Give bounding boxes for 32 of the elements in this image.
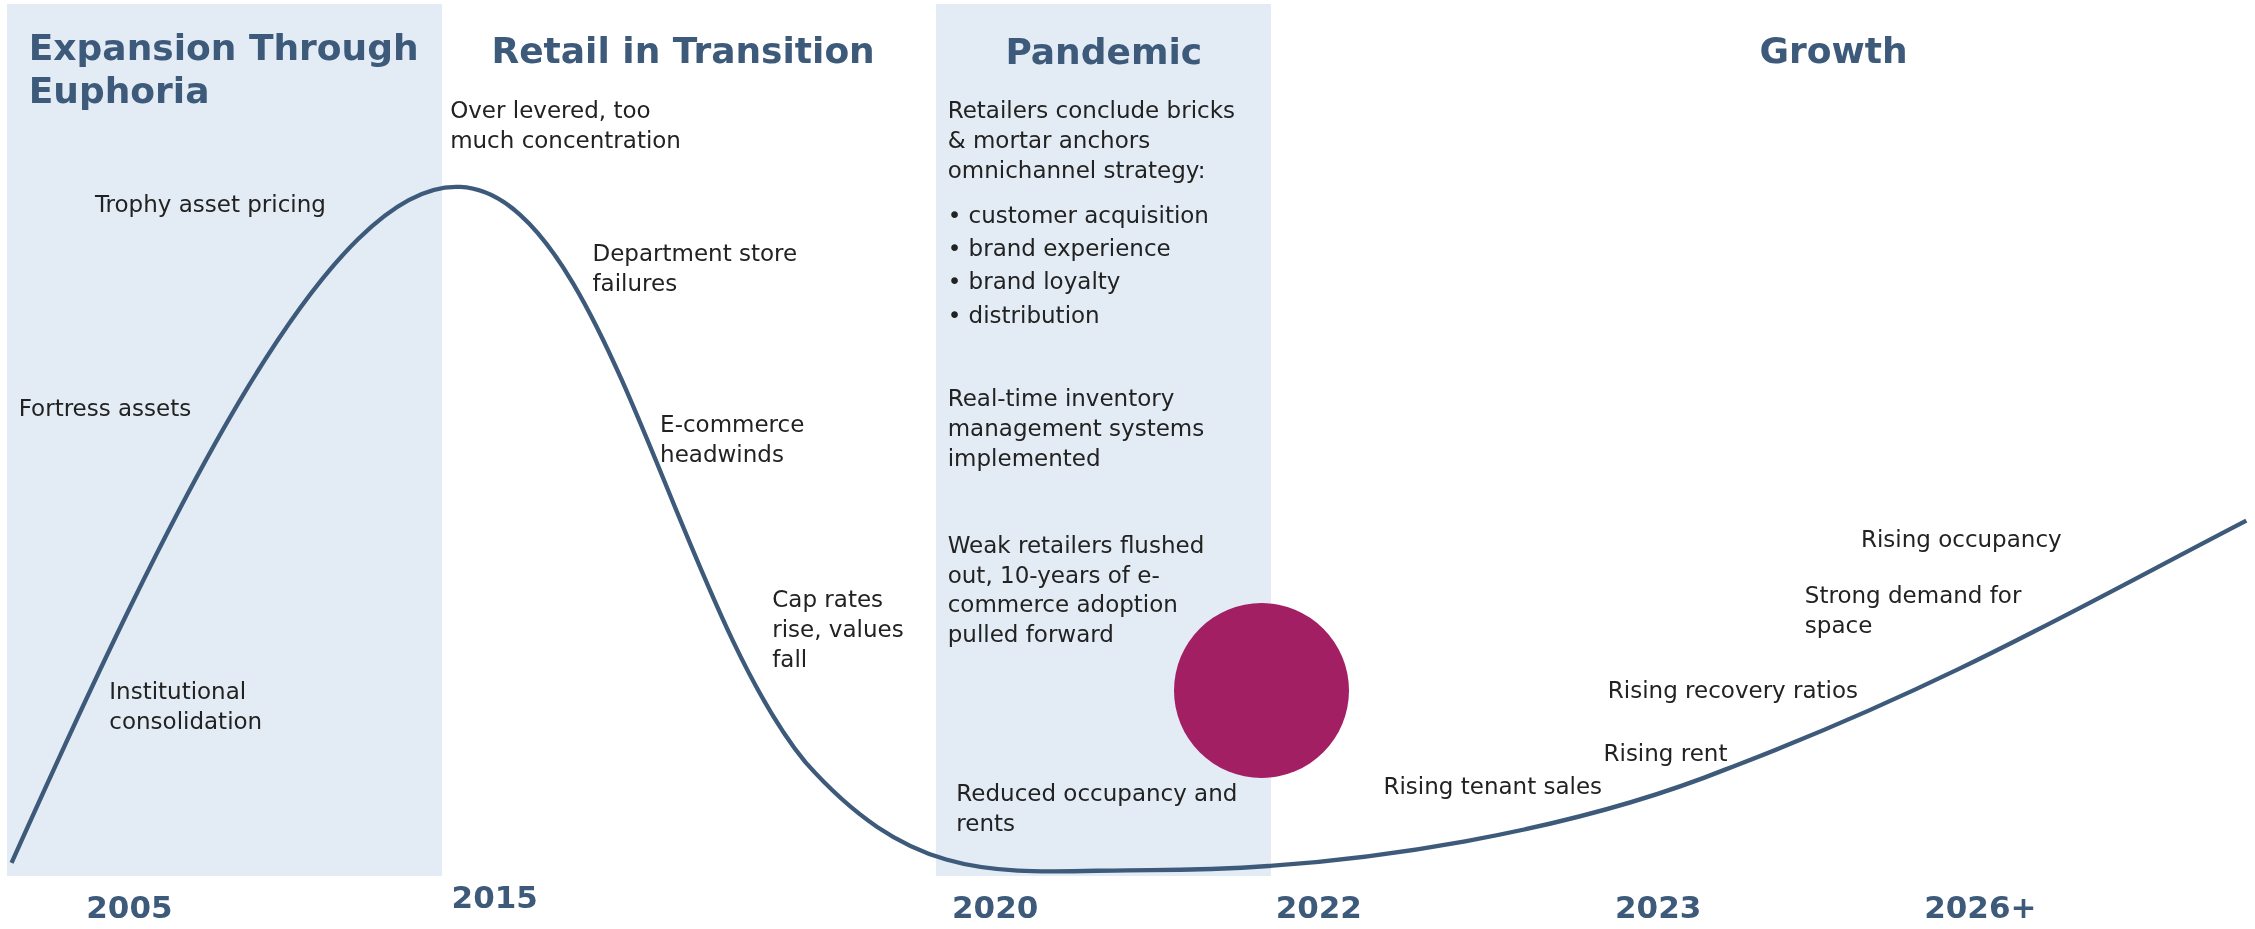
annotation: Rising tenant sales (1383, 772, 1603, 802)
year-label: 2015 (451, 878, 538, 915)
annotation: Reduced occupancy and rents (956, 779, 1239, 839)
annotation: Cap rates rise, values fall (772, 585, 905, 675)
period-band (936, 4, 1272, 876)
bullet-item: • brand experience (947, 234, 1171, 264)
year-label: 2026+ (1924, 888, 2037, 925)
annotation: Institutional consolidation (109, 677, 264, 737)
period-heading: Retail in Transition (490, 28, 876, 72)
year-label: 2020 (952, 888, 1039, 925)
annotation: E-commerce headwinds (660, 409, 806, 469)
annotation: Trophy asset pricing (94, 189, 326, 219)
annotation: Weak retailers flushed out, 10-years of e-commerce adoption pulled forward (947, 530, 1206, 650)
annotation: Real-time inventory management systems implemented (947, 383, 1206, 473)
year-label: 2005 (86, 888, 173, 925)
bullet-item: • distribution (947, 300, 1100, 330)
year-label: 2022 (1275, 888, 1362, 925)
period-heading: Expansion Through Euphoria (28, 25, 420, 113)
annotation: Strong demand for space (1804, 581, 2023, 640)
annotation: Retailers conclude bricks & mortar anchors omnichannel strategy: (947, 96, 1236, 186)
annotation: Rising rent (1603, 739, 1728, 769)
annotation: Rising occupancy (1860, 524, 2062, 554)
year-label: 2023 (1615, 888, 1702, 925)
bullet-item: • brand loyalty (947, 267, 1121, 297)
annotation: Department store failures (592, 238, 799, 298)
bullet-item: • customer acquisition (947, 201, 1209, 231)
period-heading: Growth (1758, 28, 1909, 72)
annotation: Fortress assets (18, 394, 192, 424)
annotation: Rising recovery ratios (1607, 675, 1859, 705)
annotation: Over levered, too much concentration (450, 96, 682, 156)
period-heading: Pandemic (1004, 30, 1204, 74)
period-band (7, 4, 442, 876)
